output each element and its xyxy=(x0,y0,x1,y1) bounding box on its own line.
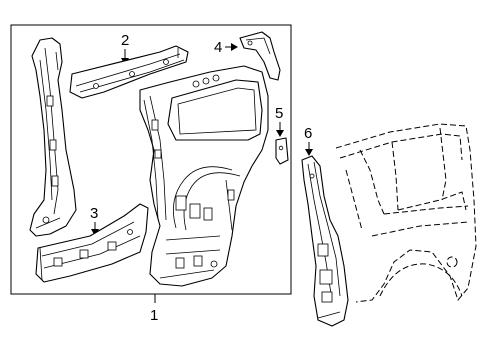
rear-bracket-part xyxy=(239,31,281,81)
d-pillar-reinforcement-part xyxy=(301,155,349,327)
callout-1: 1 xyxy=(150,307,158,324)
arrowhead-4 xyxy=(231,43,238,51)
b-pillar-part xyxy=(29,37,77,237)
roof-rail-part xyxy=(69,45,189,99)
callout-6: 6 xyxy=(304,125,312,142)
sill-panel-part xyxy=(35,203,149,283)
vehicle-body-reference-outline xyxy=(335,123,477,303)
callout-3: 3 xyxy=(90,205,98,222)
callout-2: 2 xyxy=(121,32,129,49)
arrowhead-5 xyxy=(276,130,284,137)
assembly-frame xyxy=(10,24,292,295)
arrowhead-6 xyxy=(305,149,313,156)
quarter-inner-panel-part xyxy=(139,65,269,287)
callout-4: 4 xyxy=(214,39,222,56)
small-patch-part xyxy=(275,137,289,165)
callout-5: 5 xyxy=(275,105,283,122)
